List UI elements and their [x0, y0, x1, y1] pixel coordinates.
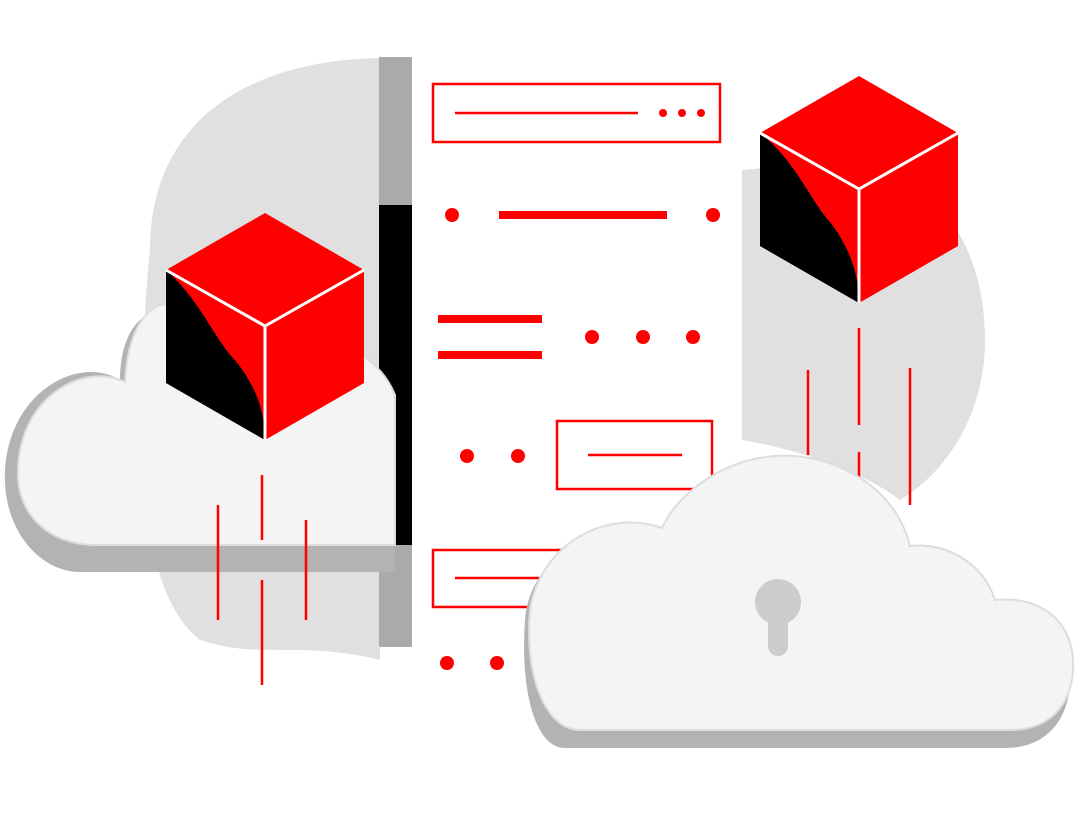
server-row-6	[440, 656, 504, 670]
cube-icon-right	[759, 76, 959, 303]
server-panel-side-top	[379, 57, 412, 205]
cube-icon-left	[165, 213, 365, 440]
keyhole-lock-icon	[755, 579, 801, 656]
server-row-3	[438, 315, 700, 359]
motion-lines-left	[216, 475, 308, 685]
server-row-1	[431, 82, 722, 144]
server-row-4	[460, 419, 714, 491]
server-row-2	[445, 208, 720, 222]
